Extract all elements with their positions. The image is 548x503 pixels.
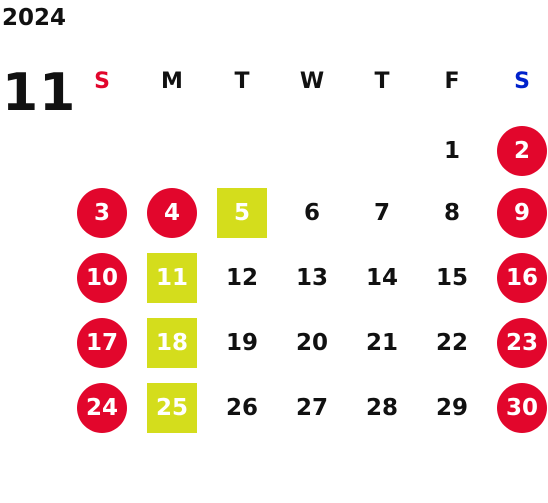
day-cell-17[interactable]: 17 xyxy=(75,316,129,370)
day-cell-6[interactable]: 6 xyxy=(285,186,339,240)
day-number: 4 xyxy=(163,200,180,226)
day-number: 16 xyxy=(505,265,538,291)
day-number: 30 xyxy=(505,395,538,421)
day-cell-27[interactable]: 27 xyxy=(285,381,339,435)
day-cell-15[interactable]: 15 xyxy=(425,251,479,305)
weekday-label: S xyxy=(94,68,110,94)
weekday-header-wednesday: W xyxy=(285,54,339,108)
day-cell-29[interactable]: 29 xyxy=(425,381,479,435)
day-cell-10[interactable]: 10 xyxy=(75,251,129,305)
weekday-label: F xyxy=(444,68,460,94)
day-number: 28 xyxy=(365,395,398,421)
holiday-circle xyxy=(497,383,547,433)
day-cell-24[interactable]: 24 xyxy=(75,381,129,435)
day-number: 2 xyxy=(513,138,530,164)
day-cell-7[interactable]: 7 xyxy=(355,186,409,240)
day-number: 27 xyxy=(295,395,328,421)
day-cell-30[interactable]: 30 xyxy=(495,381,548,435)
day-cell-13[interactable]: 13 xyxy=(285,251,339,305)
weekday-label: T xyxy=(234,68,250,94)
day-number: 13 xyxy=(295,265,328,291)
day-number: 22 xyxy=(435,330,468,356)
month-number: 11 xyxy=(2,63,77,123)
day-cell-3[interactable]: 3 xyxy=(75,186,129,240)
weekday-header-tuesday: T xyxy=(215,54,269,108)
highlight-square xyxy=(147,253,197,303)
weekday-header-monday: M xyxy=(145,54,199,108)
day-cell-19[interactable]: 19 xyxy=(215,316,269,370)
day-cell-20[interactable]: 20 xyxy=(285,316,339,370)
weekday-label: M xyxy=(161,68,183,94)
highlight-square xyxy=(147,318,197,368)
day-cell-5[interactable]: 5 xyxy=(215,186,269,240)
day-number: 11 xyxy=(155,265,188,291)
weekday-label: W xyxy=(299,68,325,94)
day-number: 9 xyxy=(513,200,530,226)
year-label: 2024 xyxy=(2,5,67,31)
day-cell-26[interactable]: 26 xyxy=(215,381,269,435)
holiday-circle xyxy=(147,188,197,238)
day-number: 8 xyxy=(443,200,460,226)
day-cell-4[interactable]: 4 xyxy=(145,186,199,240)
weekday-label: S xyxy=(514,68,530,94)
day-number: 20 xyxy=(295,330,328,356)
day-number: 1 xyxy=(443,138,460,164)
day-cell-28[interactable]: 28 xyxy=(355,381,409,435)
day-number: 26 xyxy=(225,395,258,421)
day-number: 23 xyxy=(505,330,538,356)
day-number: 10 xyxy=(85,265,118,291)
holiday-circle xyxy=(497,253,547,303)
day-number: 6 xyxy=(303,200,320,226)
day-number: 14 xyxy=(365,265,398,291)
day-cell-2[interactable]: 2 xyxy=(495,124,548,178)
holiday-circle xyxy=(77,383,127,433)
day-cell-18[interactable]: 18 xyxy=(145,316,199,370)
day-number: 25 xyxy=(155,395,188,421)
day-number: 24 xyxy=(85,395,118,421)
weekday-header-friday: F xyxy=(425,54,479,108)
day-number: 15 xyxy=(435,265,468,291)
day-number: 21 xyxy=(365,330,398,356)
day-cell-12[interactable]: 12 xyxy=(215,251,269,305)
highlight-square xyxy=(147,383,197,433)
holiday-circle xyxy=(497,126,547,176)
day-cell-8[interactable]: 8 xyxy=(425,186,479,240)
weekday-header-thursday: T xyxy=(355,54,409,108)
holiday-circle xyxy=(497,188,547,238)
holiday-circle xyxy=(77,318,127,368)
day-cell-25[interactable]: 25 xyxy=(145,381,199,435)
day-cell-1[interactable]: 1 xyxy=(425,124,479,178)
highlight-square xyxy=(217,188,267,238)
day-cell-22[interactable]: 22 xyxy=(425,316,479,370)
day-number: 17 xyxy=(85,330,118,356)
day-number: 19 xyxy=(225,330,258,356)
holiday-circle xyxy=(77,253,127,303)
weekday-header-saturday: S xyxy=(495,54,548,108)
day-cell-14[interactable]: 14 xyxy=(355,251,409,305)
day-number: 29 xyxy=(435,395,468,421)
holiday-circle xyxy=(77,188,127,238)
day-number: 5 xyxy=(233,200,250,226)
day-number: 18 xyxy=(155,330,188,356)
weekday-header-sunday: S xyxy=(75,54,129,108)
day-cell-23[interactable]: 23 xyxy=(495,316,548,370)
holiday-circle xyxy=(497,318,547,368)
day-number: 7 xyxy=(373,200,390,226)
day-cell-9[interactable]: 9 xyxy=(495,186,548,240)
weekday-label: T xyxy=(374,68,390,94)
day-number: 12 xyxy=(225,265,258,291)
day-cell-11[interactable]: 11 xyxy=(145,251,199,305)
day-cell-21[interactable]: 21 xyxy=(355,316,409,370)
day-number: 3 xyxy=(93,200,110,226)
day-cell-16[interactable]: 16 xyxy=(495,251,548,305)
